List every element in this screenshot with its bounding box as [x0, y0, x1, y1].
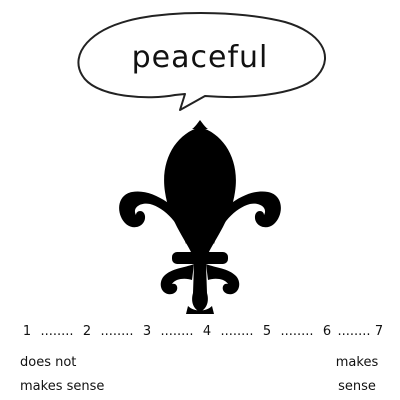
scale-separator: ........ — [280, 324, 314, 339]
speech-bubble — [77, 12, 326, 111]
scale-point-6[interactable]: 6 — [322, 324, 332, 339]
scale-point-1[interactable]: 1 — [22, 324, 32, 339]
scale-point-3[interactable]: 3 — [142, 324, 152, 339]
left-anchor-line-1: does not — [20, 355, 77, 370]
scale-separator: ........ — [220, 324, 254, 339]
rating-scale: 1 ........ 2 ........ 3 ........ 4 .....… — [20, 324, 385, 346]
scale-point-4[interactable]: 4 — [202, 324, 212, 339]
right-anchor-line-1: makes — [335, 355, 379, 370]
right-anchor-line-2: sense — [338, 379, 376, 394]
left-anchor-line-2: makes sense — [20, 379, 105, 394]
scale-point-5[interactable]: 5 — [262, 324, 272, 339]
scale-separator: ........ — [100, 324, 134, 339]
bubble-word: peaceful — [131, 40, 269, 75]
speech-bubble-outline — [77, 12, 326, 111]
scale-separator: ........ — [160, 324, 194, 339]
scale-point-7[interactable]: 7 — [374, 324, 384, 339]
scale-separator: ........ — [337, 324, 371, 339]
fleur-de-lis-icon — [119, 120, 281, 314]
left-anchor-label: does not makes sense — [20, 351, 140, 399]
right-anchor-label: makes sense — [322, 351, 392, 399]
scale-point-2[interactable]: 2 — [82, 324, 92, 339]
scale-separator: ........ — [40, 324, 74, 339]
